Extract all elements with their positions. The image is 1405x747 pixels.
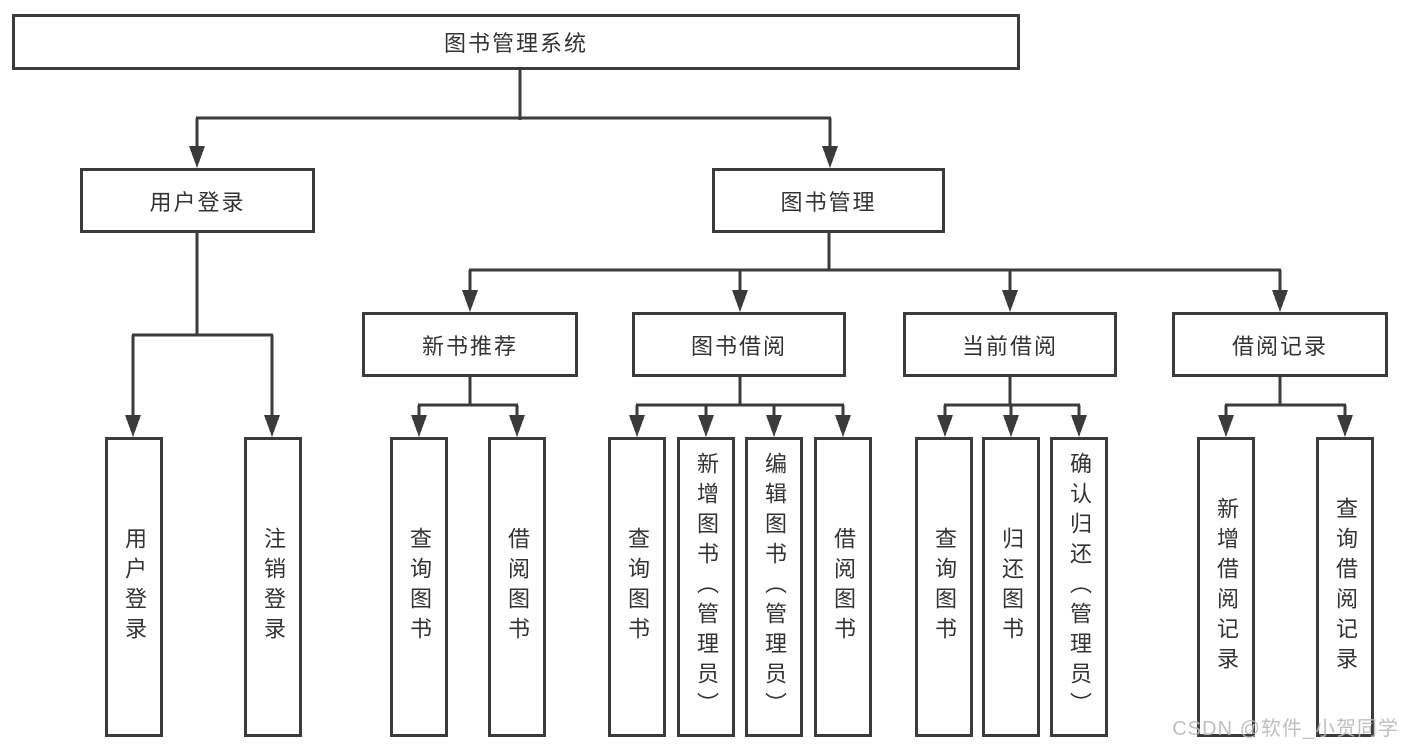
branch-node-label: 图书管理 bbox=[780, 189, 877, 215]
leaf-node-label: 注销登录 bbox=[261, 527, 286, 647]
section-node-label: 当前借阅 bbox=[961, 333, 1058, 359]
section-node-book-borrowing: 图书借阅 bbox=[632, 312, 846, 377]
leaf-node-user-login: 用户登录 bbox=[105, 437, 163, 737]
leaf-node-label: 用户登录 bbox=[122, 527, 147, 647]
leaf-node-label: 新增图书（管理员） bbox=[694, 452, 719, 722]
leaf-node-label: 查询借阅记录 bbox=[1333, 497, 1358, 677]
section-node-current-borrowing: 当前借阅 bbox=[903, 312, 1117, 377]
leaf-node-label: 新增借阅记录 bbox=[1214, 497, 1239, 677]
leaf-node-label: 查询图书 bbox=[407, 527, 432, 647]
leaf-node-query-books: 查询图书 bbox=[915, 437, 973, 737]
leaf-node-label: 借阅图书 bbox=[505, 527, 530, 647]
leaf-node-add-borrow-record: 新增借阅记录 bbox=[1197, 437, 1255, 737]
branch-node-user-login: 用户登录 bbox=[80, 168, 315, 233]
root-node-label: 图书管理系统 bbox=[443, 31, 588, 56]
leaf-node-label: 确认归还（管理员） bbox=[1067, 452, 1092, 722]
section-node-label: 借阅记录 bbox=[1231, 333, 1328, 359]
leaf-node-query-books: 查询图书 bbox=[390, 437, 448, 737]
leaf-node-logout: 注销登录 bbox=[244, 437, 302, 737]
leaf-node-confirm-return-admin: 确认归还（管理员） bbox=[1050, 437, 1108, 737]
section-node-borrowing-records: 借阅记录 bbox=[1172, 312, 1388, 377]
leaf-node-label: 查询图书 bbox=[625, 527, 650, 647]
leaf-node-return-books: 归还图书 bbox=[982, 437, 1040, 737]
branch-node-label: 用户登录 bbox=[149, 189, 246, 215]
branch-node-book-management: 图书管理 bbox=[712, 168, 945, 233]
root-node-library-management-system: 图书管理系统 bbox=[12, 14, 1020, 70]
section-node-label: 新书推荐 bbox=[421, 333, 518, 359]
leaf-node-edit-books-admin: 编辑图书（管理员） bbox=[745, 437, 803, 737]
section-node-label: 图书借阅 bbox=[690, 333, 787, 359]
leaf-node-label: 归还图书 bbox=[999, 527, 1024, 647]
leaf-node-borrow-books: 借阅图书 bbox=[814, 437, 872, 737]
leaf-node-query-books: 查询图书 bbox=[608, 437, 666, 737]
csdn-watermark: CSDN @软件_小贺同学 bbox=[1172, 718, 1399, 740]
leaf-node-label: 借阅图书 bbox=[831, 527, 856, 647]
leaf-node-label: 编辑图书（管理员） bbox=[762, 452, 787, 722]
leaf-node-query-borrow-record: 查询借阅记录 bbox=[1316, 437, 1374, 737]
leaf-node-label: 查询图书 bbox=[932, 527, 957, 647]
leaf-node-add-books-admin: 新增图书（管理员） bbox=[677, 437, 735, 737]
section-node-new-book-recommend: 新书推荐 bbox=[362, 312, 578, 377]
leaf-node-borrow-books: 借阅图书 bbox=[488, 437, 546, 737]
